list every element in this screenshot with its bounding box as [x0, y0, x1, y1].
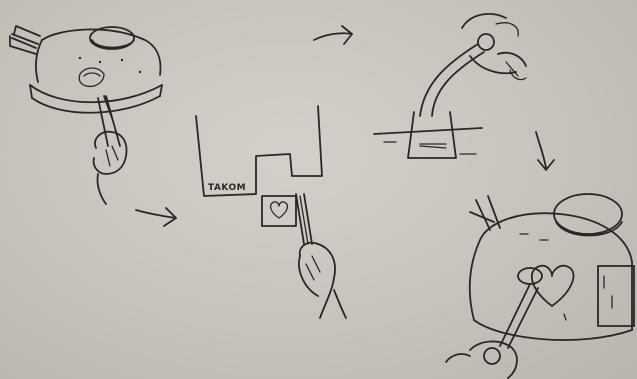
step-1-turret-decal-removal [9, 25, 163, 205]
water-cup [407, 111, 457, 159]
decal-sheet-outline [195, 105, 323, 197]
brush-icon [499, 267, 543, 349]
turret-1 [9, 25, 163, 114]
tweezers-icon [97, 95, 121, 147]
hand-icon-4 [445, 340, 518, 379]
arrow-icon [135, 207, 177, 227]
hand-icon-2 [298, 241, 347, 319]
tweezers-icon-2 [419, 33, 495, 117]
step-2-decal-sheet: TAKOM [195, 105, 347, 319]
card-label: TAKOM [208, 183, 246, 193]
step-3-water-dip [373, 13, 527, 159]
arrow-icon-2 [313, 25, 353, 45]
hand-icon [92, 130, 128, 205]
scissors-icon [295, 193, 313, 245]
turret-2 [468, 193, 635, 341]
heart-icon [261, 195, 297, 227]
hand-icon-3 [461, 13, 527, 81]
arrow-icon-3 [535, 131, 555, 171]
heart-icon-2 [530, 264, 575, 321]
step-4-apply-decal [445, 193, 635, 379]
